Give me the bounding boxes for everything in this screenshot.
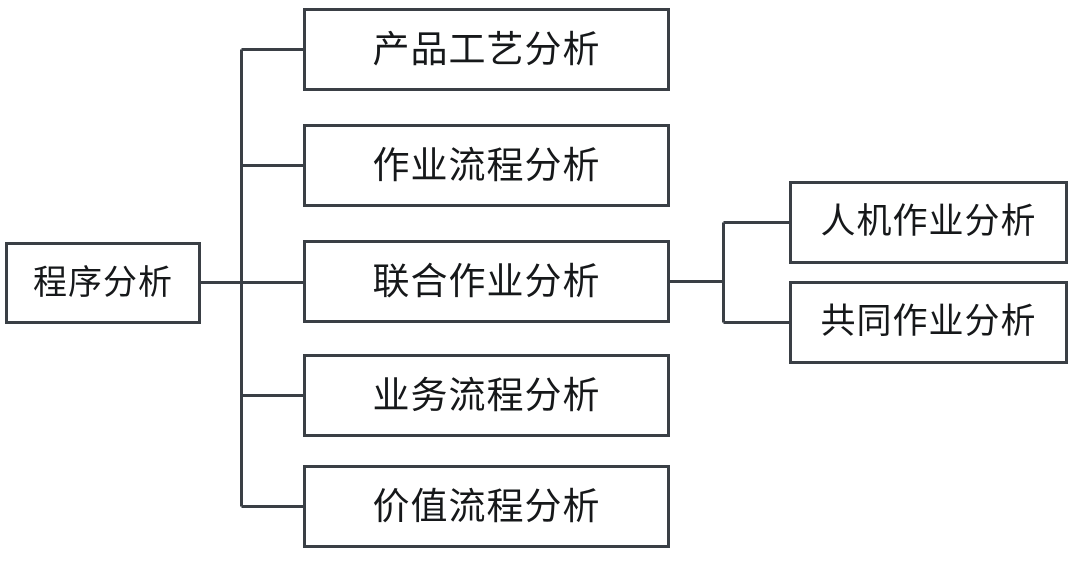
node-label: 联合作业分析 — [372, 260, 601, 303]
node-label: 价值流程分析 — [372, 485, 601, 528]
node-label: 人机作业分析 — [820, 202, 1037, 242]
node-label: 共同作业分析 — [820, 302, 1037, 342]
node-operation-flow-analysis[interactable]: 作业流程分析 — [303, 124, 670, 207]
node-root-label: 程序分析 — [33, 263, 173, 303]
node-joint-team-operation-analysis[interactable]: 共同作业分析 — [789, 281, 1068, 364]
node-value-stream-analysis[interactable]: 价值流程分析 — [303, 465, 670, 548]
node-root[interactable]: 程序分析 — [5, 242, 201, 324]
node-label: 作业流程分析 — [372, 144, 601, 187]
node-label: 业务流程分析 — [372, 374, 601, 417]
node-business-flow-analysis[interactable]: 业务流程分析 — [303, 354, 670, 437]
node-man-machine-operation-analysis[interactable]: 人机作业分析 — [789, 181, 1068, 264]
node-product-process-analysis[interactable]: 产品工艺分析 — [303, 8, 670, 91]
node-joint-operation-analysis[interactable]: 联合作业分析 — [303, 240, 670, 323]
node-label: 产品工艺分析 — [372, 28, 601, 71]
